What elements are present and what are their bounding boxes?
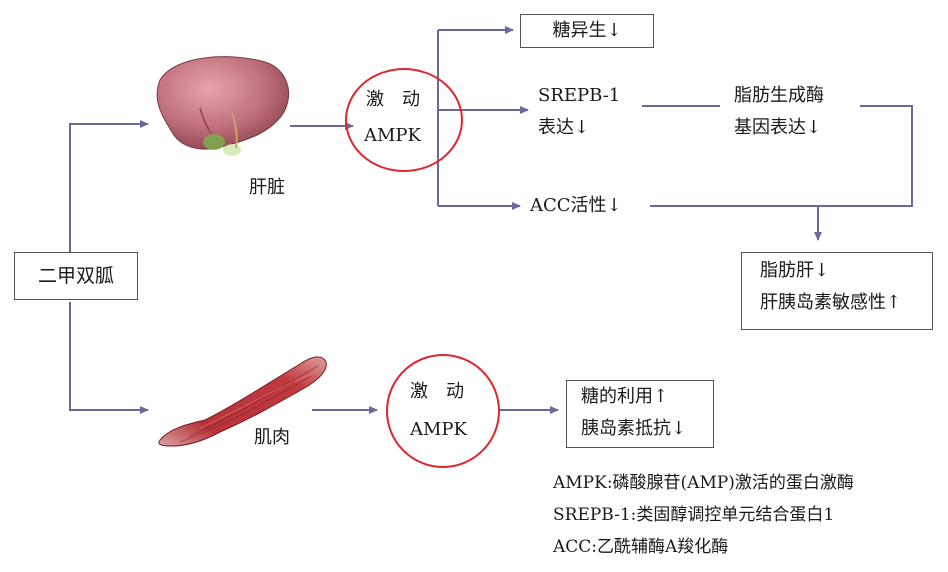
legend-srebp: SREPB-1:类固醇调控单元结合蛋白1: [553, 505, 835, 525]
lipogenic-enzyme-label: 脂肪生成酶: [734, 85, 824, 106]
muscle-activate-label: 激 动: [410, 381, 464, 402]
srebp-label: SREPB-1: [538, 85, 621, 106]
trunk-up-line: [69, 120, 149, 252]
gluconeogenesis-label: 糖异生↓: [552, 20, 622, 41]
glucose-utilization-label: 糖的利用↑: [581, 386, 669, 407]
lipogenic-to-outcome-line: [818, 105, 913, 207]
metformin-box: 二甲双胍: [14, 252, 138, 300]
srebp-expression-label: 表达↓: [538, 117, 590, 138]
muscle-label: 肌肉: [254, 427, 290, 448]
muscle-outcome-box: 糖的利用↑ 胰岛素抵抗↓: [566, 380, 714, 448]
muscle-ampk-circle: [386, 354, 500, 468]
liver-ampk-label: AMPK: [364, 125, 421, 146]
lipogenic-gene-label: 基因表达↓: [734, 117, 822, 138]
legend-acc: ACC:乙酰辅酶A羧化酶: [553, 537, 729, 557]
gluconeogenesis-box: 糖异生↓: [520, 14, 654, 48]
acc-activity-label: ACC活性↓: [530, 195, 622, 216]
muscle-illustration: [158, 356, 327, 447]
liver-ampk-circle: [345, 68, 463, 172]
liver-outcome-box: 脂肪肝↓ 肝胰岛素敏感性↑: [741, 252, 933, 330]
fatty-liver-label: 脂肪肝↓: [760, 260, 830, 281]
insulin-sensitivity-label: 肝胰岛素敏感性↑: [760, 292, 902, 313]
liver-label: 肝脏: [249, 177, 285, 198]
legend-ampk: AMPK:磷酸腺苷(AMP)激活的蛋白激酶: [553, 473, 854, 493]
liver-activate-label: 激 动: [366, 89, 420, 110]
insulin-resistance-label: 胰岛素抵抗↓: [581, 418, 687, 439]
muscle-ampk-label: AMPK: [410, 419, 467, 440]
liver-illustration: [156, 56, 289, 156]
metformin-label: 二甲双胍: [37, 265, 114, 287]
trunk-down-line: [69, 302, 149, 414]
